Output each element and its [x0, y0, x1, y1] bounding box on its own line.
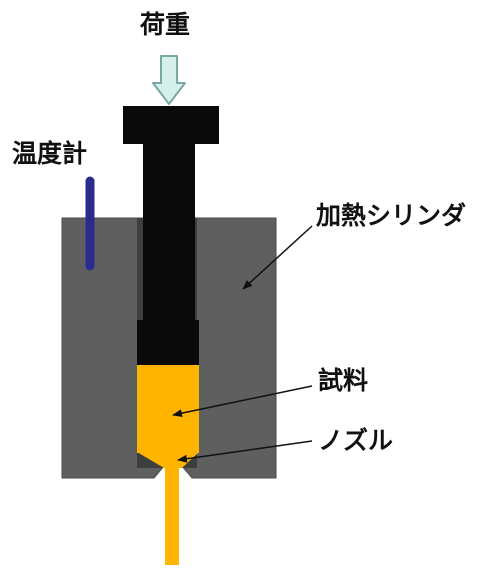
thermometer-label: 温度計 — [12, 139, 88, 168]
load-label: 荷重 — [140, 10, 191, 39]
sample-label: 試料 — [318, 366, 369, 395]
load-arrow — [152, 55, 186, 105]
leader-sample — [172, 385, 313, 418]
nozzle-label: ノズル — [318, 426, 394, 455]
heating-cylinder-label: 加熱シリンダ — [316, 201, 467, 230]
piston-plunger — [137, 320, 199, 365]
sample-block — [137, 365, 199, 453]
piston-head — [123, 106, 219, 144]
leader-nozzle — [177, 440, 313, 463]
extruded-strand — [165, 457, 179, 565]
leader-heating-cylinder — [242, 225, 313, 290]
piston-rod — [143, 143, 195, 325]
